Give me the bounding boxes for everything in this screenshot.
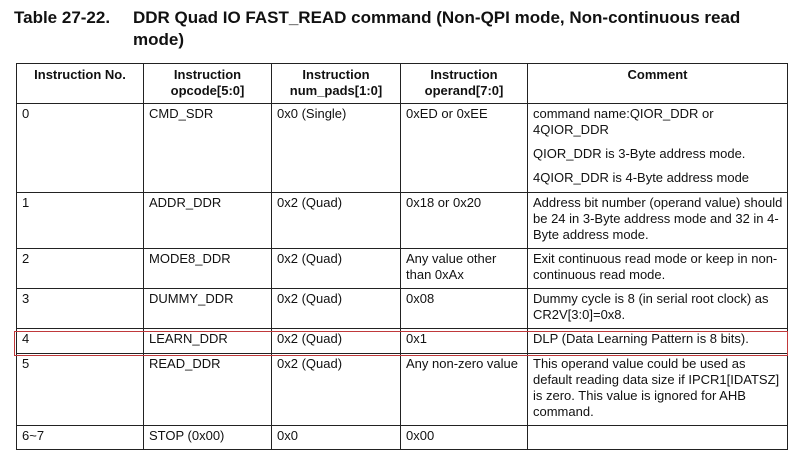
comment-paragraph: command name:QIOR_DDR or 4QIOR_DDR bbox=[533, 106, 714, 137]
cell-num-pads: 0x2 (Quad) bbox=[271, 248, 401, 289]
cell-instruction-no: 4 bbox=[16, 328, 144, 354]
cell-operand: 0x1 bbox=[400, 328, 528, 354]
table-row-highlighted: 4 LEARN_DDR 0x2 (Quad) 0x1 DLP (Data Lea… bbox=[16, 328, 788, 354]
table-caption: Table 27-22. DDR Quad IO FAST_READ comman… bbox=[14, 7, 799, 51]
cell-operand: Any non-zero value bbox=[400, 353, 528, 426]
cell-opcode: CMD_SDR bbox=[143, 103, 272, 193]
table-row: 3 DUMMY_DDR 0x2 (Quad) 0x08 Dummy cycle … bbox=[16, 288, 788, 329]
cell-num-pads: 0x2 (Quad) bbox=[271, 328, 401, 354]
comment-paragraph: 4QIOR_DDR is 4-Byte address mode bbox=[533, 170, 750, 185]
table-row: 5 READ_DDR 0x2 (Quad) Any non-zero value… bbox=[16, 353, 788, 426]
table-row: 1 ADDR_DDR 0x2 (Quad) 0x18 or 0x20 Addre… bbox=[16, 192, 788, 249]
cell-instruction-no: 2 bbox=[16, 248, 144, 289]
table-header-row: Instruction No. Instruction opcode[5:0] … bbox=[16, 63, 788, 104]
comment-paragraph: DLP (Data Learning Pattern is 8 bits). bbox=[533, 331, 749, 346]
cell-operand: 0x18 or 0x20 bbox=[400, 192, 528, 249]
cell-opcode: LEARN_DDR bbox=[143, 328, 272, 354]
cell-operand: 0xED or 0xEE bbox=[400, 103, 528, 193]
header-instruction-no: Instruction No. bbox=[16, 63, 144, 104]
comment-paragraph: Exit continuous read mode or keep in non… bbox=[533, 251, 778, 282]
cell-instruction-no: 6~7 bbox=[16, 425, 144, 450]
header-instruction-num-pads: Instruction num_pads[1:0] bbox=[271, 63, 401, 104]
table-title-line-1: DDR Quad IO FAST_READ command (Non-QPI m… bbox=[133, 8, 741, 27]
table-row: 6~7 STOP (0x00) 0x0 0x00 bbox=[16, 425, 788, 450]
cell-comment: Dummy cycle is 8 (in serial root clock) … bbox=[527, 288, 788, 329]
cell-operand: Any value other than 0xAx bbox=[400, 248, 528, 289]
cell-instruction-no: 1 bbox=[16, 192, 144, 249]
table-title-line-2: mode) bbox=[133, 30, 184, 49]
header-comment: Comment bbox=[527, 63, 788, 104]
table-row: 0 CMD_SDR 0x0 (Single) 0xED or 0xEE comm… bbox=[16, 103, 788, 193]
comment-paragraph: Address bit number (operand value) shoul… bbox=[533, 195, 783, 242]
cell-instruction-no: 3 bbox=[16, 288, 144, 329]
cell-num-pads: 0x2 (Quad) bbox=[271, 192, 401, 249]
cell-instruction-no: 0 bbox=[16, 103, 144, 193]
cell-comment: DLP (Data Learning Pattern is 8 bits). bbox=[527, 328, 788, 354]
comment-paragraph: This operand value could be used as defa… bbox=[533, 356, 780, 419]
table-number: Table 27-22. bbox=[14, 8, 111, 27]
cell-num-pads: 0x2 (Quad) bbox=[271, 288, 401, 329]
cell-opcode: DUMMY_DDR bbox=[143, 288, 272, 329]
comment-paragraph: Dummy cycle is 8 (in serial root clock) … bbox=[533, 291, 769, 322]
cell-num-pads: 0x0 bbox=[271, 425, 401, 450]
cell-comment: command name:QIOR_DDR or 4QIOR_DDR QIOR_… bbox=[527, 103, 788, 193]
comment-paragraph: QIOR_DDR is 3-Byte address mode. bbox=[533, 146, 746, 161]
cell-comment bbox=[527, 425, 788, 450]
header-instruction-operand: Instruction operand[7:0] bbox=[400, 63, 528, 104]
cell-opcode: MODE8_DDR bbox=[143, 248, 272, 289]
cell-opcode: ADDR_DDR bbox=[143, 192, 272, 249]
cell-num-pads: 0x2 (Quad) bbox=[271, 353, 401, 426]
cell-operand: 0x08 bbox=[400, 288, 528, 329]
cell-instruction-no: 5 bbox=[16, 353, 144, 426]
cell-comment: This operand value could be used as defa… bbox=[527, 353, 788, 426]
cell-comment: Exit continuous read mode or keep in non… bbox=[527, 248, 788, 289]
cell-operand: 0x00 bbox=[400, 425, 528, 450]
cell-opcode: READ_DDR bbox=[143, 353, 272, 426]
cell-comment: Address bit number (operand value) shoul… bbox=[527, 192, 788, 249]
cell-opcode: STOP (0x00) bbox=[143, 425, 272, 450]
table-row: 2 MODE8_DDR 0x2 (Quad) Any value other t… bbox=[16, 248, 788, 289]
cell-num-pads: 0x0 (Single) bbox=[271, 103, 401, 193]
command-table: Instruction No. Instruction opcode[5:0] … bbox=[16, 63, 788, 450]
header-instruction-opcode: Instruction opcode[5:0] bbox=[143, 63, 272, 104]
